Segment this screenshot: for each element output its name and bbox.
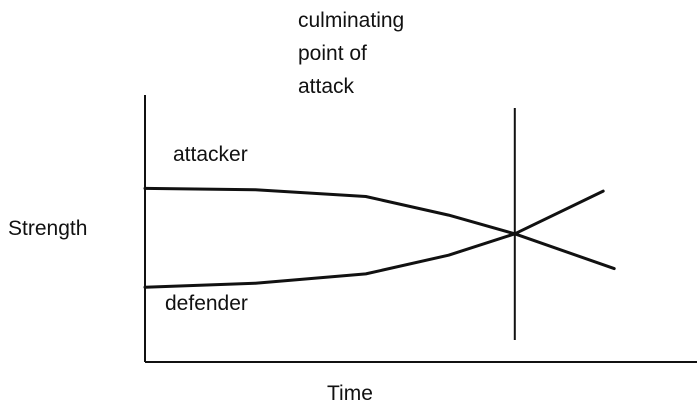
- culmination-label-line-2: point of: [298, 42, 367, 65]
- culmination-label-line-1: culminating: [298, 9, 404, 32]
- culmination-label-line-3: attack: [298, 75, 355, 98]
- y-axis-label: Strength: [8, 217, 87, 240]
- series-label-defender: defender: [165, 292, 248, 315]
- x-axis-label: Time: [327, 382, 373, 405]
- series-label-attacker: attacker: [173, 143, 248, 166]
- series-line-attacker: [143, 186, 616, 271]
- series-line-defender: [143, 189, 605, 289]
